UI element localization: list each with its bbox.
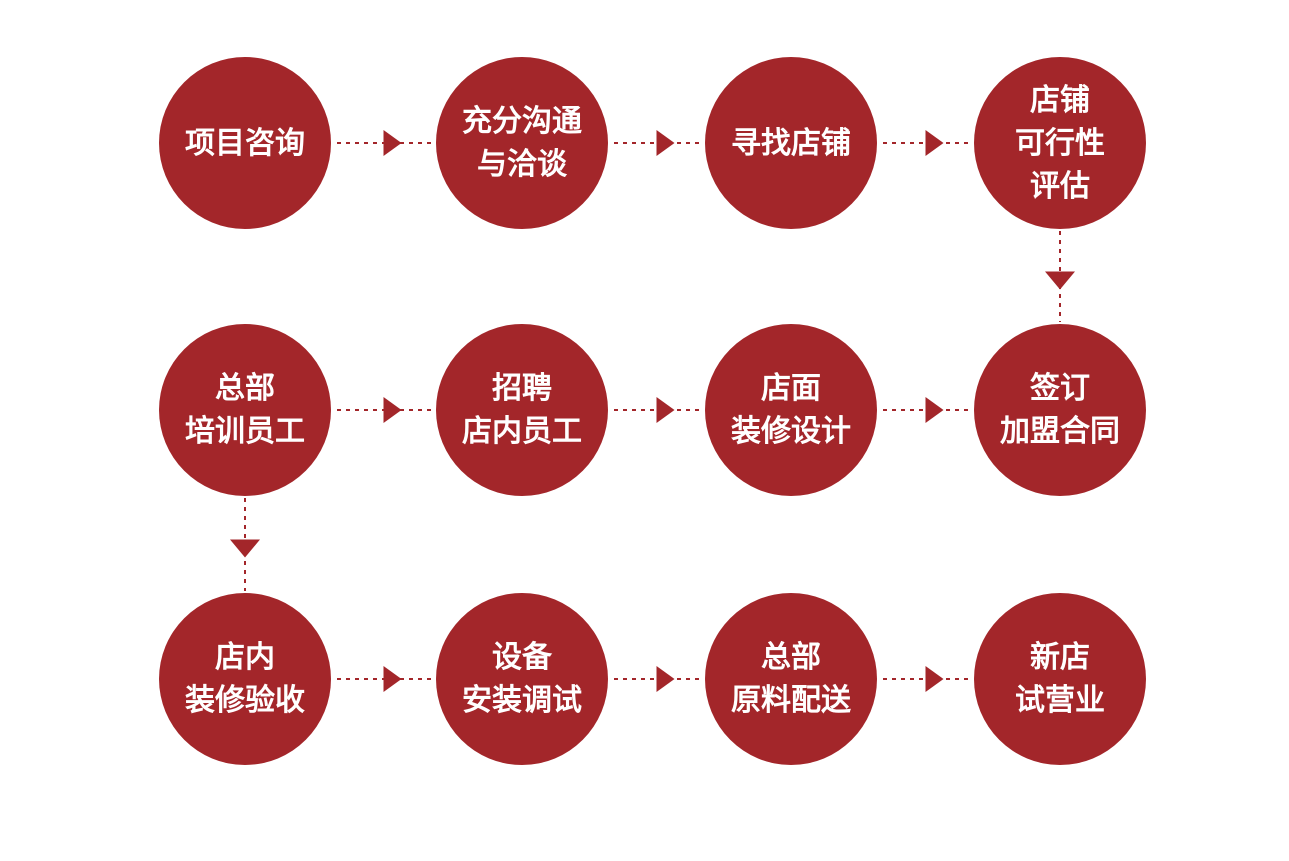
step-recruit-store-staff: 招聘 店内员工 xyxy=(436,324,608,496)
connector-arrow xyxy=(883,130,970,156)
connector-arrow xyxy=(614,130,701,156)
connector-arrow xyxy=(230,498,260,591)
connector-arrow xyxy=(883,666,970,692)
connector-arrow xyxy=(337,397,432,423)
step-store-renovation-acceptance: 店内 装修验收 xyxy=(159,593,331,765)
arrowhead-icon xyxy=(230,539,260,558)
arrowhead-icon xyxy=(383,130,402,156)
connector-arrow xyxy=(883,397,970,423)
arrowhead-icon xyxy=(656,666,675,692)
step-find-store: 寻找店铺 xyxy=(705,57,877,229)
arrowhead-icon xyxy=(383,397,402,423)
connector-arrow xyxy=(337,666,432,692)
arrowhead-icon xyxy=(925,130,944,156)
connector-arrow xyxy=(1045,231,1075,322)
step-hq-material-delivery: 总部 原料配送 xyxy=(705,593,877,765)
arrowhead-icon xyxy=(925,666,944,692)
step-store-renovation-design: 店面 装修设计 xyxy=(705,324,877,496)
connector-arrow xyxy=(614,666,701,692)
step-communication-negotiation: 充分沟通 与洽谈 xyxy=(436,57,608,229)
step-equipment-installation-debugging: 设备 安装调试 xyxy=(436,593,608,765)
connector-arrow xyxy=(614,397,701,423)
arrowhead-icon xyxy=(383,666,402,692)
arrowhead-icon xyxy=(656,130,675,156)
step-hq-staff-training: 总部 培训员工 xyxy=(159,324,331,496)
step-sign-franchise-contract: 签订 加盟合同 xyxy=(974,324,1146,496)
connector-arrow xyxy=(337,130,432,156)
step-new-store-trial-operation: 新店 试营业 xyxy=(974,593,1146,765)
arrowhead-icon xyxy=(656,397,675,423)
step-store-feasibility-evaluation: 店铺 可行性 评估 xyxy=(974,57,1146,229)
arrowhead-icon xyxy=(925,397,944,423)
arrowhead-icon xyxy=(1045,271,1075,290)
step-project-consultation: 项目咨询 xyxy=(159,57,331,229)
